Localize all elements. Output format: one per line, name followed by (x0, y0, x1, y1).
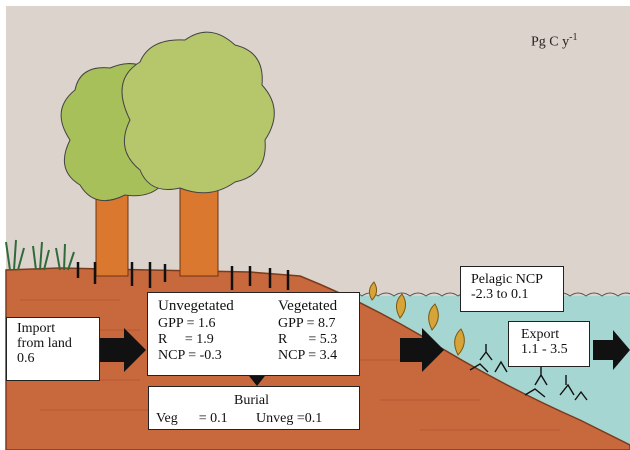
burial-unveg: Unveg =0.1 (256, 411, 323, 426)
pelagic-value: -2.3 to 0.1 (471, 287, 529, 302)
import-box: Import from land 0.6 (6, 317, 100, 381)
seagrass (368, 281, 465, 356)
unvegetated-title: Unvegetated (158, 298, 234, 314)
tree-left-trunk (95, 189, 129, 277)
burial-veg: Veg = 0.1 (156, 411, 228, 426)
arrow-import (100, 328, 146, 372)
export-box: Export 1.1 - 3.5 (508, 321, 590, 367)
tree-right-trunk (179, 179, 219, 277)
pelagic-ncp-box: Pelagic NCP -2.3 to 0.1 (460, 266, 564, 312)
grass-tufts (5, 239, 75, 271)
vegetated-gpp: GPP = 8.7 (278, 316, 336, 331)
vegetated-title: Vegetated (278, 298, 338, 314)
units-base: Pg C y (531, 34, 570, 50)
unvegetated-r: R = 1.9 (158, 332, 214, 347)
burial-title: Burial (234, 393, 269, 408)
import-line-1: Import (17, 321, 56, 336)
units-exponent: -1 (569, 32, 578, 43)
import-line-3: 0.6 (17, 351, 35, 366)
export-value: 1.1 - 3.5 (521, 342, 568, 357)
coral-shapes (469, 344, 588, 401)
unvegetated-ncp: NCP = -0.3 (158, 348, 222, 363)
tree-right-canopy (121, 31, 275, 194)
unvegetated-gpp: GPP = 1.6 (158, 316, 216, 331)
arrow-to-sea (400, 328, 444, 372)
units-label: Pg C y-1 (531, 32, 577, 51)
import-line-2: from land (17, 336, 72, 351)
export-title: Export (521, 327, 560, 342)
stems (76, 262, 290, 290)
burial-box: Burial Veg = 0.1 Unveg =0.1 (148, 386, 360, 430)
pelagic-title: Pelagic NCP (471, 272, 543, 287)
arrow-export (593, 330, 630, 370)
vegetated-r: R = 5.3 (278, 332, 338, 347)
tree-right (121, 31, 275, 277)
vegetated-ncp: NCP = 3.4 (278, 348, 338, 363)
carbon-balance-box: Unvegetated GPP = 1.6 R = 1.9 NCP = -0.3… (147, 292, 360, 376)
